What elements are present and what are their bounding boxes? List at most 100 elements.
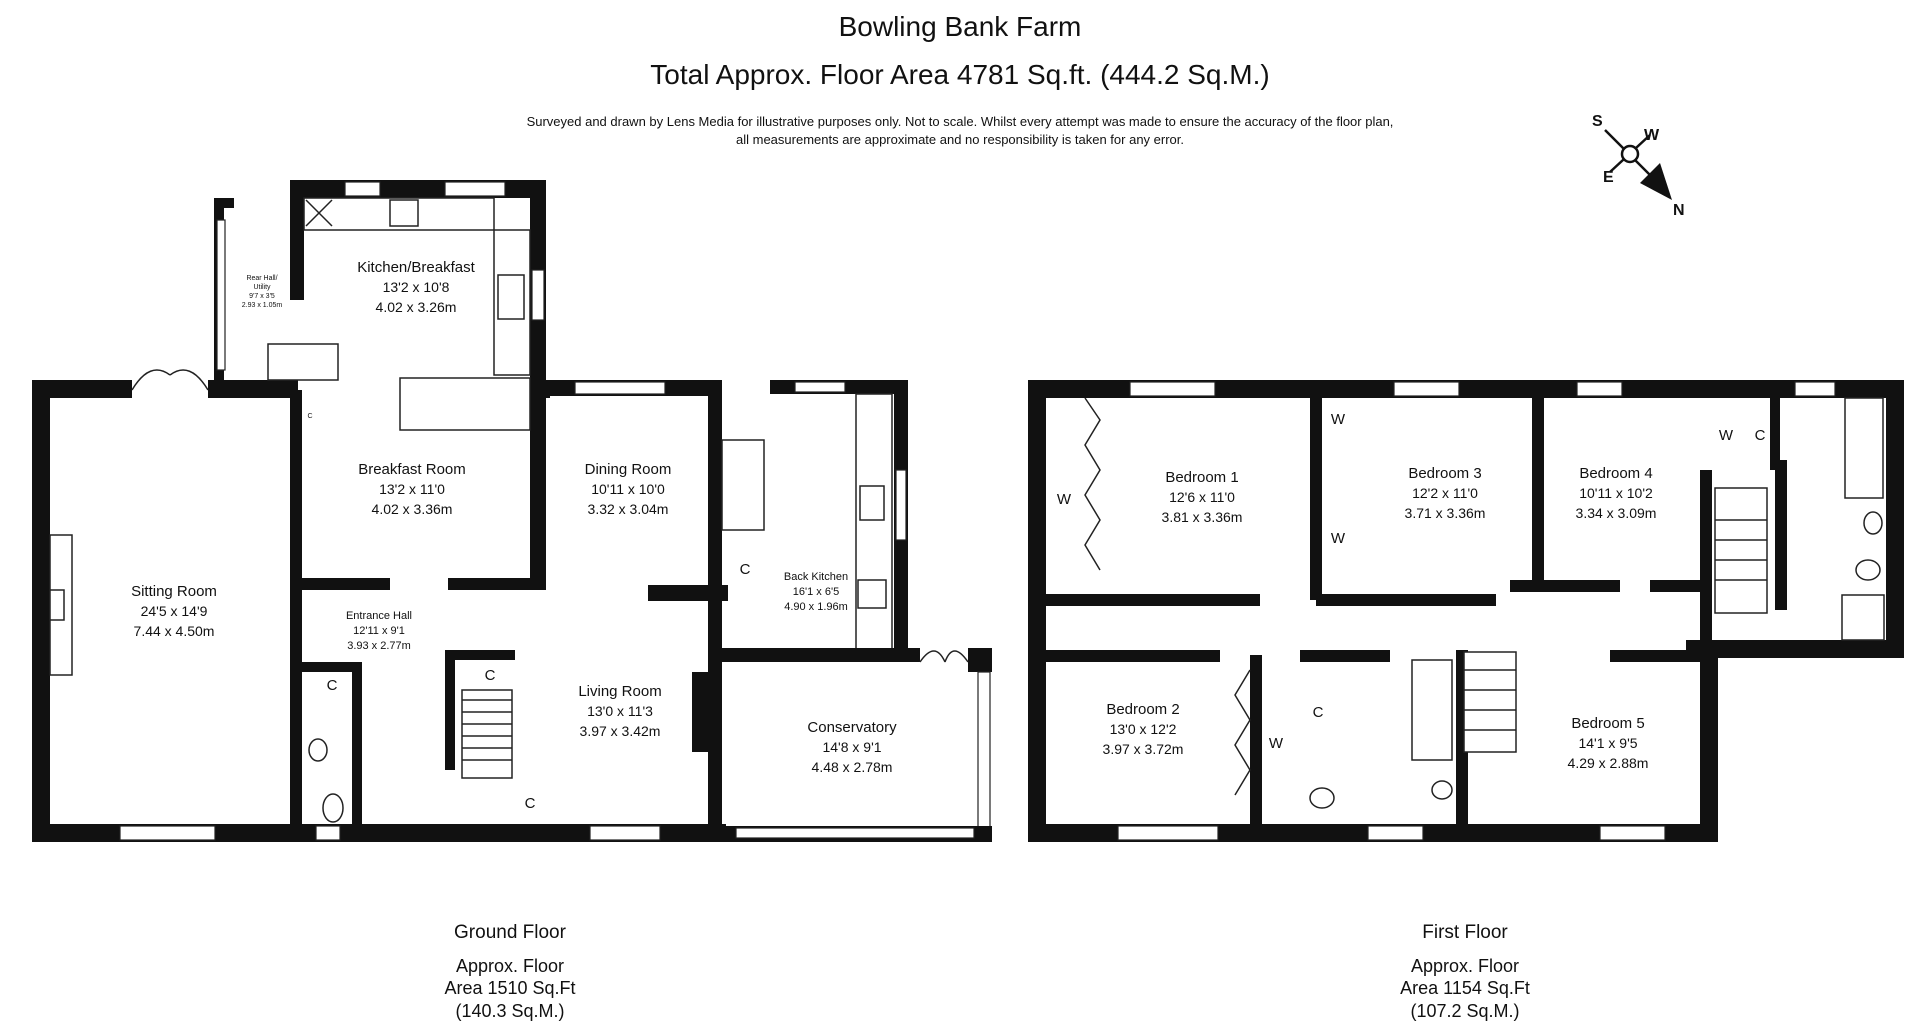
conservatory-glazing-bottom [735, 827, 975, 839]
ff-wardrobe-b1 [1084, 397, 1101, 571]
ff-cupboard-code-2: C [1313, 704, 1324, 721]
living-window [589, 825, 661, 841]
breakfast-room-metric: 4.02 x 3.36m [372, 501, 453, 517]
back-kitchen-window-side [895, 469, 907, 541]
compass-w: W [1644, 127, 1660, 144]
wall-wc-top [300, 662, 362, 672]
entrance-hall-label: Entrance Hall [346, 610, 412, 622]
living-room-label: Living Room [578, 683, 661, 700]
ff-stairs-2 [1463, 651, 1517, 753]
wall-breakfast-bottom-r [448, 578, 546, 590]
conservatory-metric: 4.48 x 2.78m [812, 759, 893, 775]
kitchen-metric: 4.02 x 3.26m [376, 299, 457, 315]
kitchen-label: Kitchen/Breakfast [357, 259, 475, 276]
rear-hall-label-2: Utility [253, 284, 271, 291]
living-chimney [692, 672, 716, 752]
conservatory-imperial: 14'8 x 9'1 [822, 739, 881, 755]
kitchen-window-2 [444, 181, 506, 197]
wall-hall-stair-left [445, 650, 455, 770]
ground-floor-area-1: Approx. Floor [456, 956, 564, 976]
wc-toilet-icon [322, 793, 344, 823]
dining-window [574, 381, 666, 395]
bedroom5-label: Bedroom 5 [1571, 715, 1644, 732]
kitchen-window-side [531, 269, 545, 321]
wall-dining-mid [648, 585, 728, 601]
ff-bath-1 [1844, 397, 1884, 499]
back-kitchen-label: Back Kitchen [784, 571, 848, 583]
back-kitchen-imperial: 16'1 x 6'5 [793, 586, 839, 598]
bedroom2-metric: 3.97 x 3.72m [1103, 741, 1184, 757]
cupboard-code-2: C [485, 667, 496, 684]
bedroom4-imperial: 10'11 x 10'2 [1579, 485, 1653, 501]
wall-hall-stair-top [445, 650, 515, 660]
ff-wall-b1-right [1310, 390, 1322, 600]
compass-s: S [1592, 113, 1603, 130]
ff-window-3 [1576, 381, 1623, 397]
wall-conservatory-top [720, 648, 920, 662]
ff-ensuite-toilet-icon [1855, 559, 1881, 581]
wc-basin-icon [308, 738, 328, 762]
ff-wall-right-upper [1886, 380, 1904, 652]
wall-kitchen-top [290, 180, 545, 198]
ff-window-2 [1393, 381, 1460, 397]
disclaimer-line-2: all measurements are approximate and no … [736, 132, 1184, 147]
wardrobe-code-5: W [1269, 735, 1284, 752]
wall-conservatory-corner [968, 648, 992, 672]
ground-stairs [461, 689, 513, 779]
ff-wall-bath-left [1770, 390, 1780, 470]
compass-center [1620, 144, 1640, 164]
ff-window-5 [1117, 825, 1219, 841]
wall-sitting-top-left [32, 380, 132, 398]
bedroom2-imperial: 13'0 x 12'2 [1110, 721, 1177, 737]
wall-bottom-main [32, 824, 442, 842]
back-kitchen-metric: 4.90 x 1.96m [784, 601, 848, 613]
first-floor-plan: Bedroom 1 12'6 x 11'0 3.81 x 3.36m Bedro… [1028, 380, 1904, 842]
north-arrow-icon [1640, 163, 1672, 200]
wall-sitting-left [32, 380, 50, 842]
sitting-french-door [131, 369, 209, 391]
hob-icon [389, 199, 419, 227]
ff-window-7 [1599, 825, 1666, 841]
plan-title: Bowling Bank Farm [839, 11, 1082, 42]
kitchen-imperial: 13'2 x 10'8 [383, 279, 450, 295]
rear-hall-window [216, 219, 226, 371]
ff-ensuite-basin-icon [1863, 511, 1883, 535]
rear-hall-imperial: 9'7 x 3'5 [249, 293, 275, 300]
ff-stairs-1 [1714, 487, 1768, 614]
sitting-window [119, 825, 216, 841]
ff-wall-left [1028, 380, 1046, 842]
wall-kitchen-left [290, 180, 304, 300]
ff-wall-b3-right [1532, 390, 1544, 590]
ground-floor-area-3: (140.3 Sq.M.) [455, 1001, 564, 1021]
bedroom1-metric: 3.81 x 3.36m [1162, 509, 1243, 525]
ff-wall-b2-right [1250, 655, 1262, 842]
ff-bathroom-toilet-icon [1309, 787, 1335, 809]
wall-rear-hall-top [214, 198, 234, 208]
breakfast-room-imperial: 13'2 x 11'0 [379, 481, 445, 497]
sitting-room-metric: 7.44 x 4.50m [134, 623, 215, 639]
ff-wall-landing-top-r [1510, 580, 1620, 592]
ff-window-4 [1794, 381, 1836, 397]
compass-e: E [1603, 169, 1614, 186]
wall-bottom-right [436, 824, 726, 842]
bedroom5-metric: 4.29 x 2.88m [1568, 755, 1649, 771]
back-stairs [721, 439, 765, 531]
disclaimer-line-1: Surveyed and drawn by Lens Media for ill… [527, 114, 1394, 129]
back-kitchen-window-top [794, 381, 846, 393]
conservatory-door [919, 650, 969, 663]
compass-n: N [1673, 202, 1685, 219]
first-floor-area-3: (107.2 Sq.M.) [1410, 1001, 1519, 1021]
wall-dining-right [708, 380, 722, 842]
bedroom2-label: Bedroom 2 [1106, 701, 1179, 718]
bedroom3-metric: 3.71 x 3.36m [1405, 505, 1486, 521]
ff-wall-right-lower [1700, 640, 1718, 842]
sink-icon [497, 274, 525, 320]
conservatory-label: Conservatory [807, 719, 897, 736]
ff-wall-landing-top-l [1040, 594, 1260, 606]
ff-wall-landing-top-m [1316, 594, 1496, 606]
rear-hall-label: Rear Hall/ [246, 275, 277, 282]
entrance-hall-metric: 3.93 x 2.77m [347, 640, 411, 652]
kitchen-window-1 [344, 181, 381, 197]
ff-bathroom-basin-icon [1431, 780, 1453, 800]
living-room-metric: 3.97 x 3.42m [580, 723, 661, 739]
